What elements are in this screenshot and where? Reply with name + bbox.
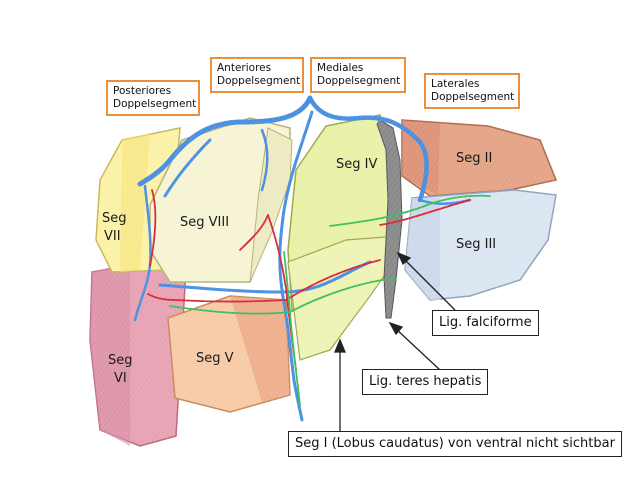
lateral-double-segment-label: Laterales Doppelsegment [424, 73, 520, 109]
seg-vi-label: Seg VI [108, 353, 137, 386]
callout-arrows [334, 251, 456, 432]
posterior-double-segment-label: Posteriores Doppelsegment [106, 80, 200, 116]
posterior-label-line1: Posteriores [113, 85, 172, 97]
lateral-label-line1: Laterales [431, 78, 480, 90]
medial-double-segment-label: Mediales Doppelsegment [310, 57, 406, 93]
seg-v-label: Seg V [196, 351, 234, 366]
posterior-label-line2: Doppelsegment [113, 98, 197, 110]
seg-iv-label: Seg IV [336, 157, 377, 172]
lig-falciforme-label: Lig. falciforme [432, 310, 539, 336]
seg-vii-label: Seg VII [102, 211, 131, 244]
seg-iii-label: Seg III [456, 237, 496, 252]
anterior-label-line1: Anteriores [217, 62, 272, 74]
seg-ii-label: Seg II [456, 151, 492, 166]
medial-label-line2: Doppelsegment [317, 75, 401, 87]
lig-teres-hepatis-label: Lig. teres hepatis [362, 369, 489, 395]
medial-label-line1: Mediales [317, 62, 364, 74]
seg-viii-label: Seg VIII [180, 215, 229, 230]
lateral-label-line2: Doppelsegment [431, 91, 515, 103]
anterior-label-line2: Doppelsegment [217, 75, 301, 87]
anterior-double-segment-label: Anteriores Doppelsegment [210, 57, 304, 93]
seg-i-caudate-label: Seg I (Lobus caudatus) von ventral nicht… [288, 431, 622, 457]
